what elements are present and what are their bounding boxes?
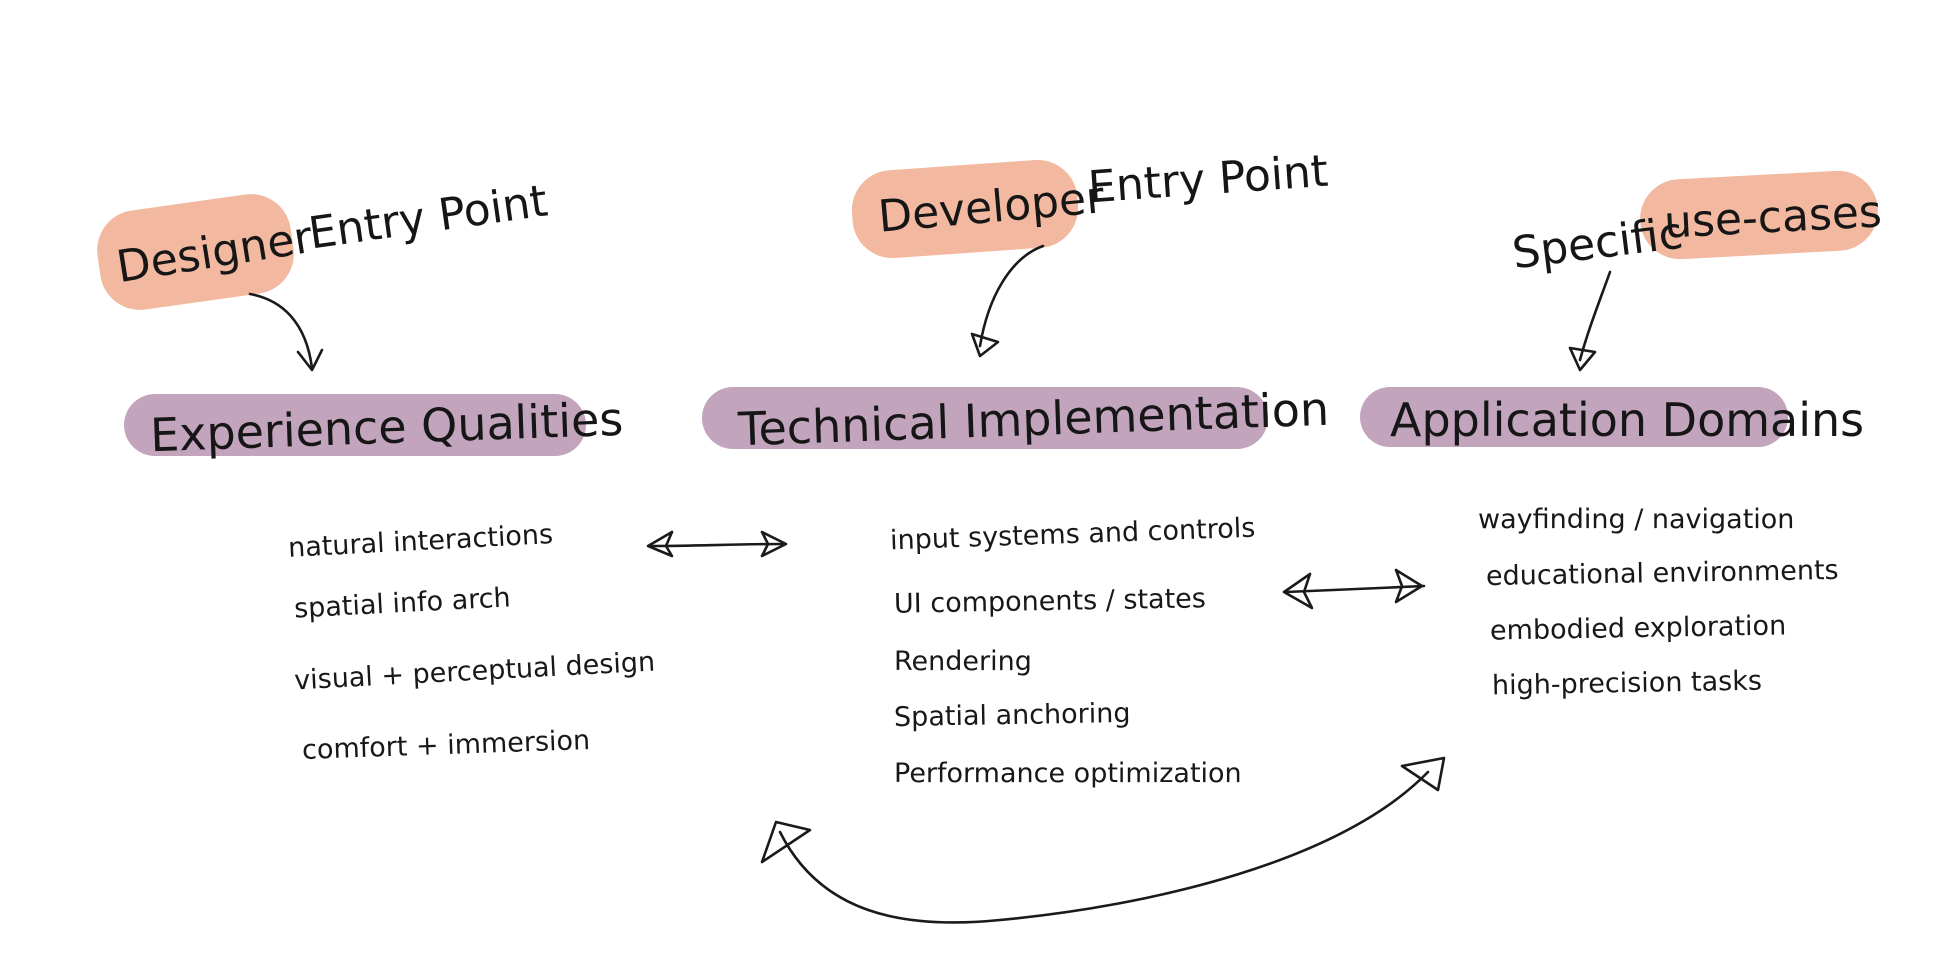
usecases-arrowhead-icon <box>1568 346 1597 372</box>
application-domains-pill <box>1360 387 1788 447</box>
bottom-curved-link <box>778 770 1430 924</box>
developer-arrowhead-icon <box>970 332 1000 358</box>
technical-implementation-pill <box>702 387 1268 449</box>
designer-arrowhead-icon <box>296 348 324 372</box>
technical-item-rendering: Rendering <box>894 646 1032 677</box>
technical-item-performance-optimization: Performance optimization <box>894 758 1242 789</box>
experience-technical-left-head-icon <box>646 530 674 558</box>
designer-arrow-line <box>248 292 314 370</box>
usecases-arrow-line <box>1578 270 1612 362</box>
experience-technical-link <box>648 542 786 548</box>
developer-arrow-line <box>978 244 1045 348</box>
bottom-curve-left-head-icon <box>760 820 812 864</box>
application-item-wayfinding: wayfinding / navigation <box>1478 504 1795 535</box>
bottom-curve-right-head-icon <box>1400 756 1446 792</box>
sketch-paper <box>60 0 1905 975</box>
experience-technical-right-head-icon <box>760 530 788 558</box>
application-domains-title: Application Domains <box>1390 393 1865 447</box>
experience-qualities-pill <box>124 394 586 456</box>
technical-application-right-head-icon <box>1394 568 1424 604</box>
technical-application-left-head-icon <box>1282 572 1314 610</box>
